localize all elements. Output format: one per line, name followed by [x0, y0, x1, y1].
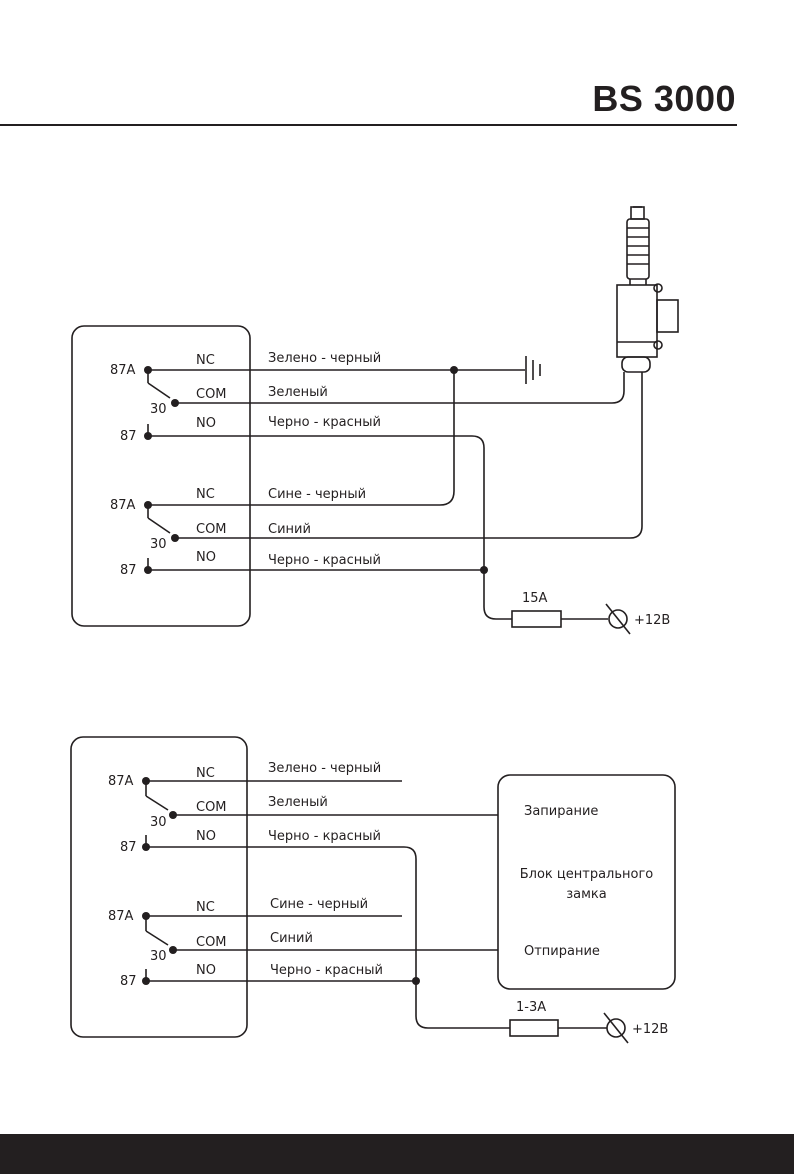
relay-1: 87A 30 87 NC COM NO Зелено - черный Зеле…: [108, 761, 381, 855]
door-lock-actuator-icon: [616, 206, 679, 373]
supply-terminal-icon: [603, 1012, 629, 1044]
wire-black-red-label: Черно - красный: [268, 829, 381, 844]
contact-nc-label: NC: [196, 487, 215, 502]
contact-no-label: NO: [196, 416, 216, 431]
pin-87-label: 87: [120, 840, 137, 855]
wire-blue-label: Синий: [268, 522, 311, 537]
pin-87a-label: 87A: [110, 363, 136, 378]
pin-87a-label: 87A: [108, 909, 134, 924]
pin-87-label: 87: [120, 563, 137, 578]
fuse-label: 15A: [522, 591, 548, 606]
wire-green-black-label: Зелено - черный: [268, 761, 381, 776]
wire-black-red-label: Черно - красный: [268, 415, 381, 430]
contact-com-label: COM: [196, 935, 227, 950]
pin-30-label: 30: [150, 949, 167, 964]
supply-label: +12В: [634, 613, 670, 628]
relay-2: 87A 30 87 NC COM NO Сине - черный Синий …: [110, 487, 381, 578]
supply-terminal-icon: [605, 603, 631, 635]
wire-green-black-label: Зелено - черный: [268, 351, 381, 366]
contact-nc-label: NC: [196, 900, 215, 915]
wire-black-red-label: Черно - красный: [270, 963, 383, 978]
contact-com-label: COM: [196, 387, 227, 402]
contact-no-label: NO: [196, 963, 216, 978]
ground-icon: [525, 356, 541, 384]
relay-block-1: [71, 325, 251, 627]
pin-87a-label: 87A: [108, 774, 134, 789]
unlock-label: Отпирание: [524, 944, 600, 959]
central-lock-block: [497, 774, 676, 990]
pin-30-label: 30: [150, 815, 167, 830]
fuse-icon: [511, 610, 562, 628]
diagram-2: 87A 30 87 NC COM NO Зелено - черный Зеле…: [70, 736, 676, 1044]
page-title: BS 3000: [592, 78, 736, 119]
lock-block-title-line2: замка: [566, 887, 607, 902]
relay-2: 87A 30 87 NC COM NO Сине - черный Синий …: [108, 897, 383, 989]
contact-no-label: NO: [196, 829, 216, 844]
contact-no-label: NO: [196, 550, 216, 565]
supply-label: +12В: [632, 1022, 668, 1037]
contact-com-label: COM: [196, 522, 227, 537]
wire-blue-black-label: Сине - черный: [270, 897, 368, 912]
relay-block-2: [70, 736, 248, 1038]
pin-87-label: 87: [120, 429, 137, 444]
wires-1: [148, 366, 643, 620]
wires-2: [146, 780, 607, 1029]
pin-87-label: 87: [120, 974, 137, 989]
lock-label: Запирание: [524, 804, 598, 819]
header-rule: [0, 124, 737, 126]
fuse-icon: [509, 1019, 559, 1037]
lock-block-title-line1: Блок центрального: [520, 867, 654, 882]
relay-1: 87A 30 87 NC COM NO Зелено - черный Зеле…: [110, 351, 381, 444]
wire-green-label: Зеленый: [268, 795, 328, 810]
contact-nc-label: NC: [196, 766, 215, 781]
wire-blue-label: Синий: [270, 931, 313, 946]
contact-com-label: COM: [196, 800, 227, 815]
fuse-label: 1-3А: [516, 1000, 546, 1015]
wire-black-red-label: Черно - красный: [268, 553, 381, 568]
contact-nc-label: NC: [196, 353, 215, 368]
pin-87a-label: 87A: [110, 498, 136, 513]
diagram-1: 87A 30 87 NC COM NO Зелено - черный Зеле…: [71, 206, 679, 635]
pin-30-label: 30: [150, 537, 167, 552]
pin-30-label: 30: [150, 402, 167, 417]
wire-green-label: Зеленый: [268, 385, 328, 400]
wire-blue-black-label: Сине - черный: [268, 487, 366, 502]
footer-bar: [0, 1134, 794, 1174]
